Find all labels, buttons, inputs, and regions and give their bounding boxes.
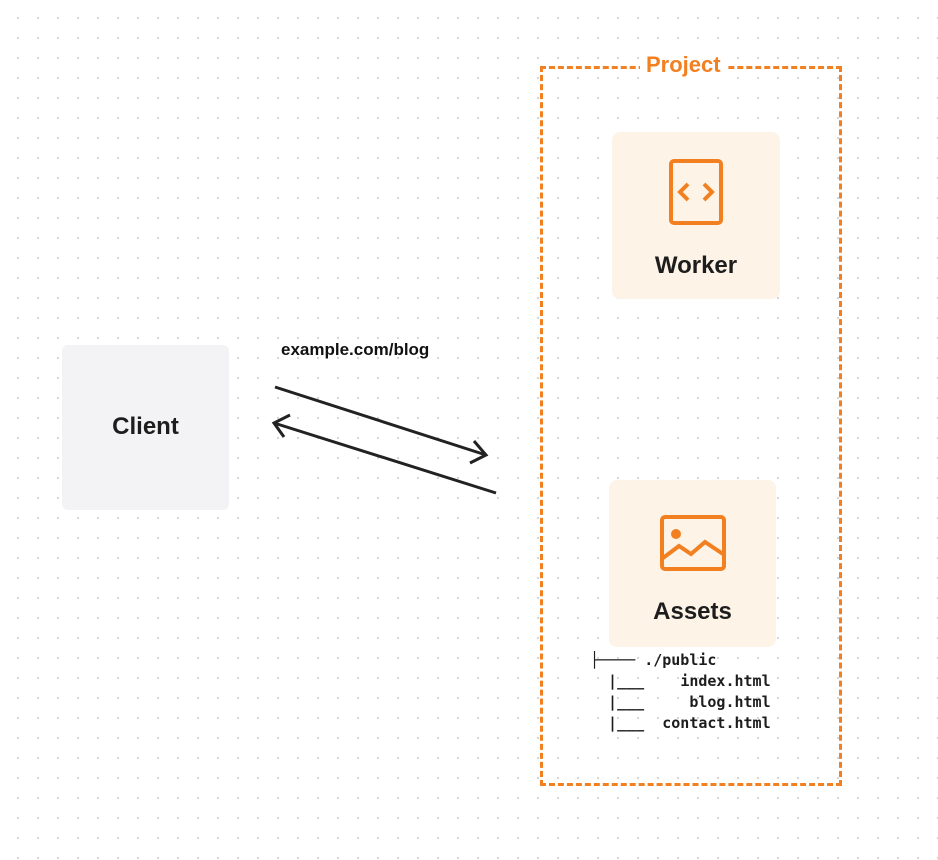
request-arrow bbox=[274, 385, 489, 465]
tree-root: ./public bbox=[644, 651, 717, 669]
tree-branch: |___ bbox=[590, 693, 690, 711]
image-icon bbox=[660, 515, 726, 571]
project-label: Project bbox=[640, 50, 727, 80]
client-node: Client bbox=[62, 345, 229, 510]
worker-label: Worker bbox=[654, 252, 738, 279]
request-response-arrows bbox=[271, 385, 497, 495]
tree-file: index.html bbox=[680, 672, 771, 690]
tree-branch: |___ bbox=[590, 714, 663, 732]
assets-label: Assets bbox=[653, 598, 732, 625]
worker-node: Worker bbox=[612, 132, 780, 299]
client-label: Client bbox=[112, 413, 179, 440]
assets-node: Assets bbox=[609, 480, 776, 647]
code-file-icon bbox=[669, 159, 723, 225]
tree-root-branch: ├──── bbox=[590, 651, 645, 669]
file-tree: ├──── ./public |___ index.html |___ blog… bbox=[590, 650, 771, 734]
tree-branch: |___ bbox=[590, 672, 681, 690]
tree-file: blog.html bbox=[689, 693, 771, 711]
response-arrow bbox=[271, 413, 497, 495]
request-url: example.com/blog bbox=[281, 340, 430, 359]
tree-file: contact.html bbox=[662, 714, 771, 732]
